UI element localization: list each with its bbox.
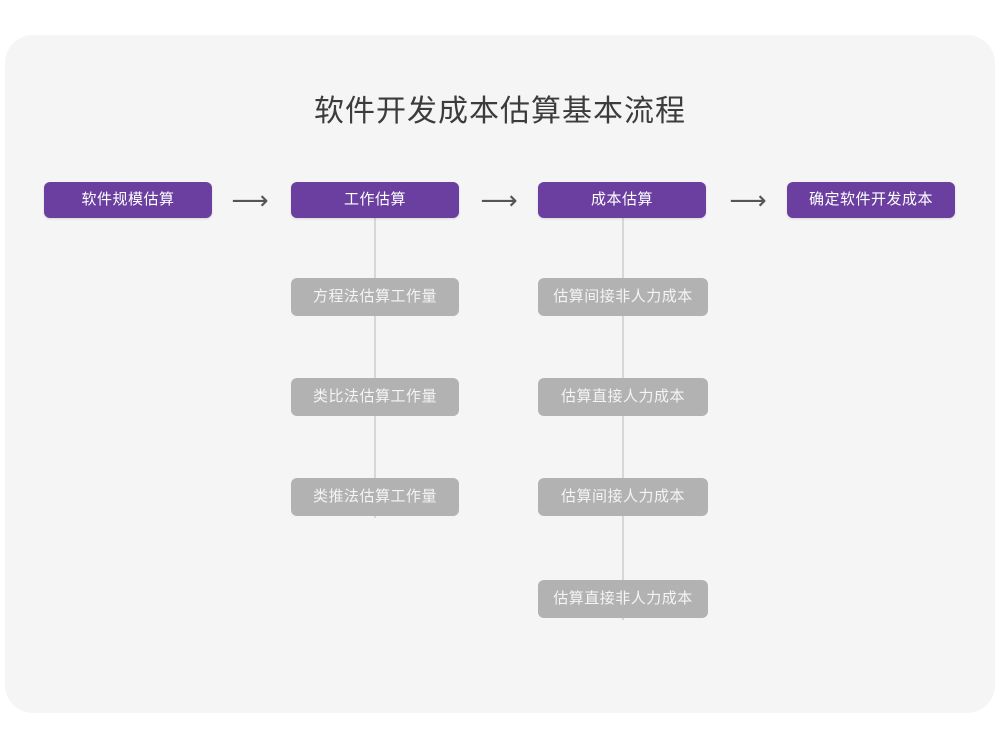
substep-cost-indirect-labor[interactable]: 估算间接人力成本 xyxy=(538,478,708,516)
substep-effort-inference-method[interactable]: 类推法估算工作量 xyxy=(291,478,459,516)
substep-effort-analogy-method[interactable]: 类比法估算工作量 xyxy=(291,378,459,416)
connector-line-cost xyxy=(622,218,624,620)
substep-cost-direct-labor[interactable]: 估算直接人力成本 xyxy=(538,378,708,416)
diagram-canvas xyxy=(5,35,995,713)
page-title: 软件开发成本估算基本流程 xyxy=(314,95,686,128)
step-effort-estimation[interactable]: 工作估算 xyxy=(291,182,459,218)
substep-effort-equation-method[interactable]: 方程法估算工作量 xyxy=(291,278,459,316)
substep-cost-direct-nonlabor[interactable]: 估算直接非人力成本 xyxy=(538,580,708,618)
arrow-right-icon-2: ⟶ xyxy=(480,186,518,216)
step-cost-estimation[interactable]: 成本估算 xyxy=(538,182,706,218)
substep-cost-indirect-nonlabor[interactable]: 估算间接非人力成本 xyxy=(538,278,708,316)
arrow-right-icon-1: ⟶ xyxy=(231,186,269,216)
step-determine-development-cost[interactable]: 确定软件开发成本 xyxy=(787,182,955,218)
step-software-size-estimation[interactable]: 软件规模估算 xyxy=(44,182,212,218)
connector-line-effort xyxy=(374,218,376,518)
arrow-right-icon-3: ⟶ xyxy=(729,186,767,216)
